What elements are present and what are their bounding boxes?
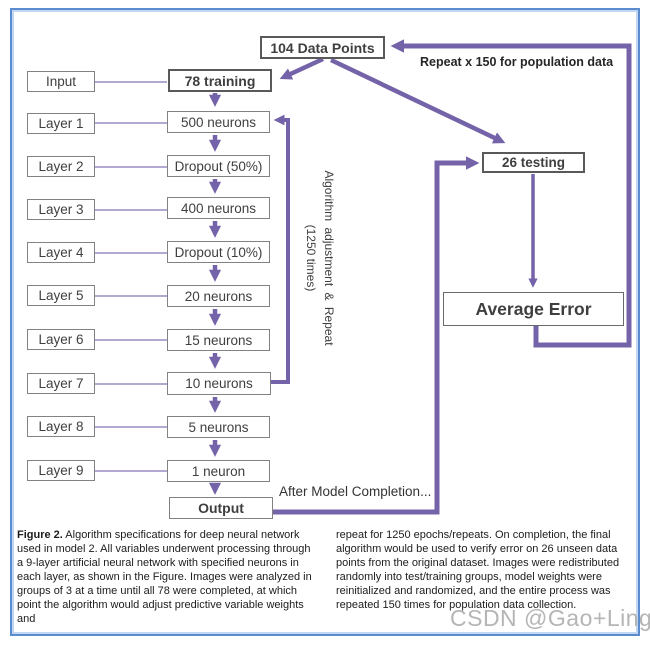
node-input: Input	[27, 71, 95, 92]
caption-left-column: Figure 2. Algorithm specifications for d…	[17, 528, 315, 627]
figure-number-label: Figure 2.	[17, 529, 63, 541]
layer-6-label: Layer 6	[27, 329, 95, 350]
layer-9-label: Layer 9	[27, 460, 95, 481]
node-training: 78 training	[168, 69, 272, 92]
layer-1-label: Layer 1	[27, 113, 95, 134]
layer-7-value: 10 neurons	[167, 372, 271, 395]
layer-connector-lines	[95, 81, 167, 472]
node-testing: 26 testing	[482, 152, 585, 173]
repeat-150-loop-arrow	[390, 39, 632, 348]
layer-7-label: Layer 7	[27, 373, 95, 394]
node-data-points: 104 Data Points	[260, 36, 385, 59]
layer-2-label: Layer 2	[27, 156, 95, 177]
layer-8-label: Layer 8	[27, 416, 95, 437]
repeat-150-label: Repeat x 150 for population data	[420, 55, 614, 69]
layer-3-label: Layer 3	[27, 199, 95, 220]
layer-8-value: 5 neurons	[167, 416, 270, 438]
layer-3-value: 400 neurons	[167, 197, 270, 219]
node-output: Output	[169, 497, 273, 519]
layer-4-value: Dropout (10%)	[167, 241, 270, 263]
layer-6-value: 15 neurons	[167, 329, 270, 351]
watermark-text: CSDN @Gao+Ling	[450, 605, 650, 631]
layer-5-label: Layer 5	[27, 285, 95, 306]
node-average-error: Average Error	[443, 292, 624, 326]
layer-2-value: Dropout (50%)	[167, 155, 270, 177]
split-to-training-arrow	[279, 56, 324, 80]
layer-1-value: 500 neurons	[167, 111, 270, 133]
caption-left-text: Algorithm specifications for deep neural…	[17, 529, 312, 626]
after-model-completion-label: After Model Completion...	[279, 484, 432, 499]
split-to-testing-arrow	[330, 57, 506, 144]
adjustment-loop-arrow	[271, 114, 290, 384]
caption-right-column: repeat for 1250 epochs/repeats. On compl…	[336, 529, 620, 612]
algorithm-adjustment-line1: Algorithm adjustment & Repeat	[322, 170, 336, 346]
algorithm-adjustment-line2: (1250 times)	[304, 224, 318, 292]
figure-border	[10, 8, 640, 636]
layer-4-label: Layer 4	[27, 242, 95, 263]
after-completion-arrow	[272, 156, 480, 515]
layer-5-value: 20 neurons	[167, 285, 270, 307]
algorithm-adjustment-label: Algorithm adjustment & Repeat (1250 time…	[300, 168, 338, 348]
layer-9-value: 1 neuron	[167, 460, 270, 482]
